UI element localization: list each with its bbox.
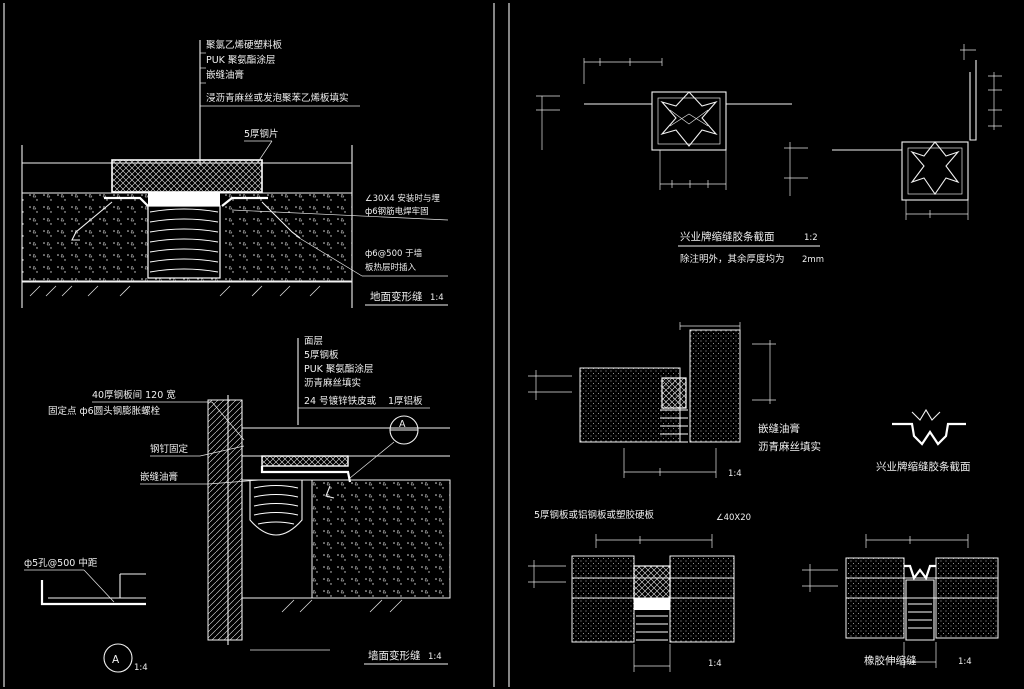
detail-profile: 兴业牌缩缝胶条截面 1:2 除注明外，其余厚度均为 2mm	[536, 44, 1002, 265]
wall-label-3: PUK 聚氨酯涂层	[304, 363, 373, 375]
floor-label-1: 聚氯乙烯硬塑料板	[206, 39, 283, 51]
bottom-right-scale: 1:4	[958, 657, 972, 667]
wall-label-6: 1厚铝板	[388, 395, 423, 407]
profile-title-scale: 1:2	[804, 233, 818, 243]
wall-label-5: 24 号镀锌铁皮或	[304, 395, 377, 407]
floor-label-4: 浸沥青麻丝或发泡聚苯乙烯板填实	[206, 92, 349, 104]
detail-bottom-left: 5厚钢板或铝钢板或塑胶硬板 ∠40X20 1:4	[528, 509, 751, 672]
corner-label-1: 嵌缝油膏	[758, 422, 800, 435]
detail-a-callout-circle	[103, 643, 133, 673]
detail-a-letter: A	[112, 654, 120, 666]
detail-a-scale: 1:4	[134, 663, 148, 673]
corner-label-2: 沥青麻丝填实	[758, 440, 821, 453]
wall-left-label-1: 40厚钢板间 120 宽	[92, 389, 176, 401]
wall-title: 墙面变形缝	[368, 649, 421, 662]
profile-note: 除注明外，其余厚度均为	[680, 253, 785, 265]
floor-angle-label-2: ф6钢筋电焊牢固	[365, 206, 429, 217]
bottom-right-title: 橡胶伸缩缝	[864, 654, 917, 667]
wall-label-4: 沥青麻丝填实	[304, 377, 361, 389]
wall-callout-letter: A	[399, 419, 406, 430]
floor-anchor-label-2: 板热层时插入	[365, 262, 417, 273]
corner-scale: 1:4	[728, 469, 742, 479]
wall-left-label-2: 固定点 ф6圆头钢膨胀螺栓	[48, 405, 161, 417]
bottom-left-label: 5厚钢板或铝钢板或塑胶硬板	[534, 509, 655, 521]
wall-label-1: 面层	[304, 336, 323, 347]
floor-plate-label: 5厚钢片	[244, 128, 279, 140]
wall-sealant-label: 嵌缝油膏	[140, 471, 178, 483]
floor-anchor-label-1: ф6@500 于墙	[365, 248, 423, 259]
detail-strip: 兴业牌缩缝胶条截面	[876, 408, 971, 473]
bottom-left-scale: 1:4	[708, 659, 722, 669]
detail-floor-joint: 聚氯乙烯硬塑料板 PUK 聚氨酯涂层 嵌缝油膏 浸沥青麻丝或发泡聚苯乙烯板填实	[21, 39, 449, 308]
detail-bottom-right: 橡胶伸缩缝 1:4	[802, 534, 999, 668]
wall-scale: 1:4	[428, 652, 442, 662]
detail-wall-joint: 面层 5厚钢板 PUK 聚氨酯涂层 沥青麻丝填实 24 号镀锌铁皮或 1厚铝板 …	[48, 336, 451, 665]
wall-label-2: 5厚钢板	[304, 349, 339, 361]
profile-note-value: 2mm	[802, 255, 824, 265]
detail-a-label: ф5孔@500 中距	[24, 557, 98, 569]
profile-title: 兴业牌缩缝胶条截面	[680, 230, 775, 243]
bottom-left-angle: ∠40X20	[716, 513, 751, 523]
wall-nail-label: 钢钉固定	[150, 443, 189, 455]
detail-a: ф5孔@500 中距 A 1:4	[24, 557, 148, 673]
floor-angle-label-1: ∠30X4 安装时与埋	[365, 193, 440, 204]
strip-title: 兴业牌缩缝胶条截面	[876, 460, 971, 473]
floor-label-2: PUK 聚氨酯涂层	[206, 54, 275, 66]
floor-backer-coil	[149, 208, 219, 273]
floor-scale: 1:4	[430, 293, 444, 303]
floor-title: 地面变形缝	[370, 290, 423, 303]
floor-label-3: 嵌缝油膏	[206, 69, 244, 81]
detail-corner: 嵌缝油膏 沥青麻丝填实 1:4	[528, 322, 821, 479]
panel-frame	[3, 3, 510, 687]
